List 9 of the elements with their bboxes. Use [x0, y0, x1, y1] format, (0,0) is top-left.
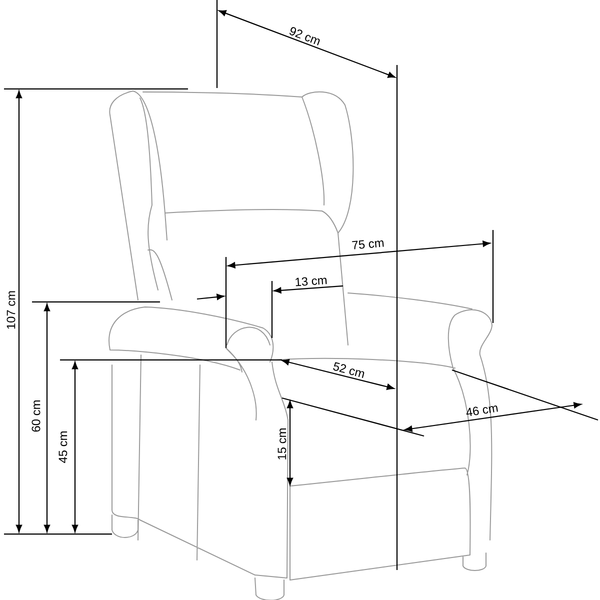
dimension-label: 46 cm [466, 406, 498, 416]
dimension-label: 107 cm [6, 291, 16, 329]
dimension-label: 52 cm [333, 362, 364, 378]
dimension-label: 75 cm [352, 240, 384, 250]
dimension-label: 45 cm [58, 432, 68, 463]
dimension-label: 60 cm [32, 400, 40, 432]
dimension-label: 15 cm [278, 428, 286, 460]
dimension-label: 13 cm [296, 277, 327, 286]
dimension-label: 92 cm [290, 27, 320, 46]
